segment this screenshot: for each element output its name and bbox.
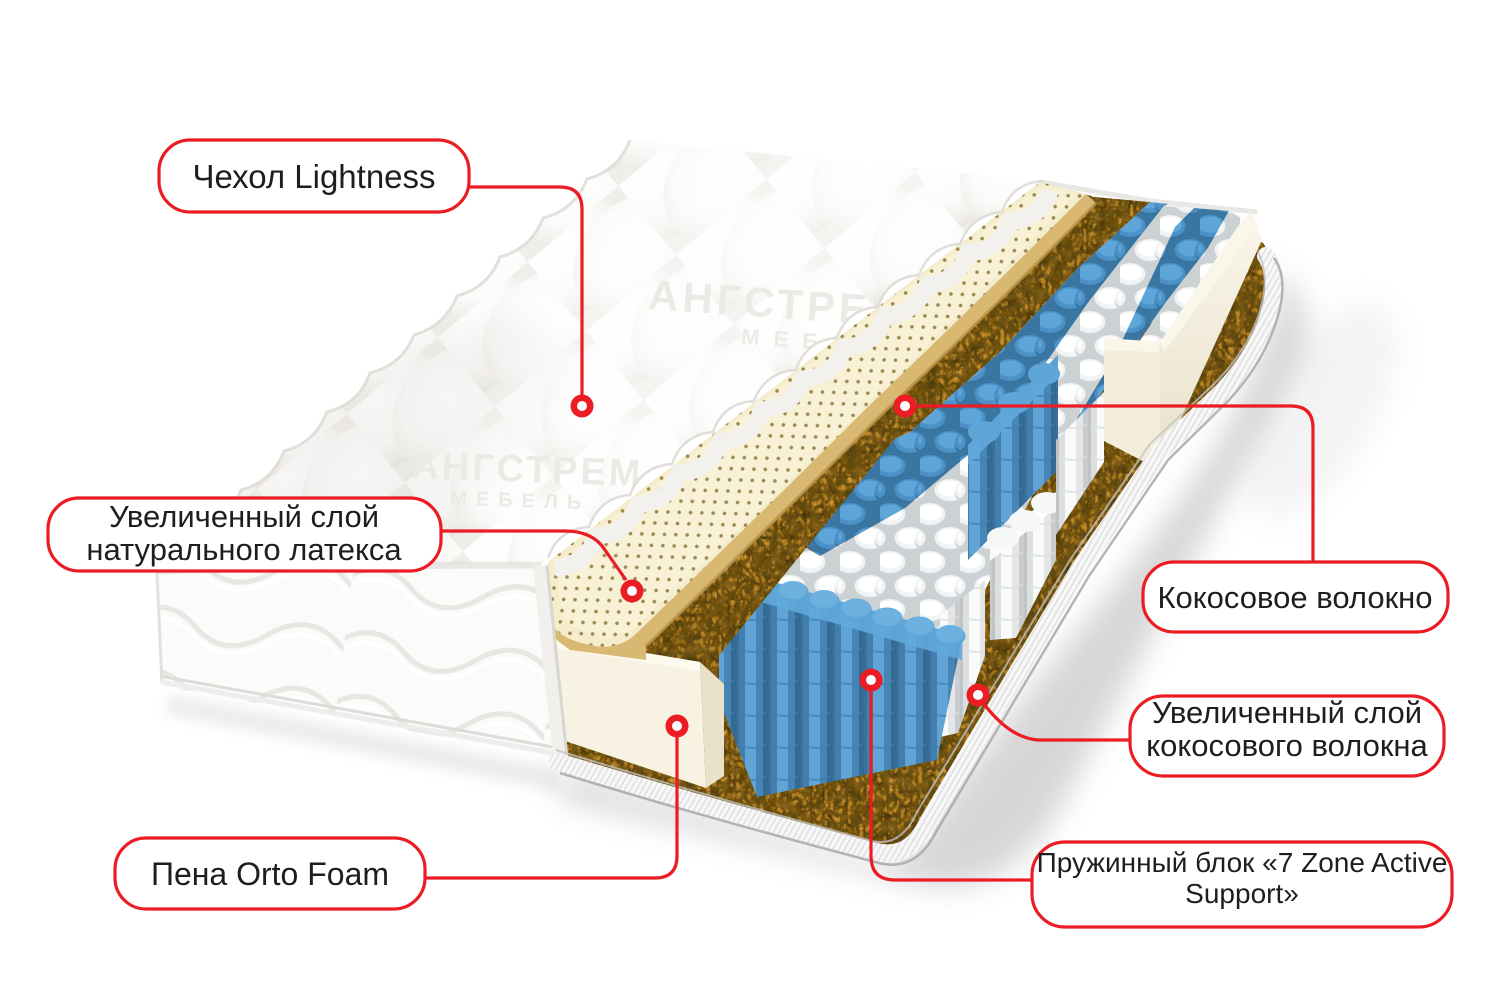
svg-text:кокосового волокна: кокосового волокна [1146,728,1428,763]
svg-text:Увеличенный слой: Увеличенный слой [109,499,379,534]
svg-text:Support»: Support» [1185,878,1299,909]
svg-text:МЕБЕЛЬ: МЕБЕЛЬ [450,488,591,515]
svg-text:Увеличенный слой: Увеличенный слой [1152,695,1422,730]
svg-text:Пена Orto Foam: Пена Orto Foam [151,856,389,892]
svg-text:натурального латекса: натурального латекса [86,532,402,567]
svg-text:АНГСТРЕМ: АНГСТРЕМ [411,445,644,495]
svg-text:Пружинный блок «7 Zone Active: Пружинный блок «7 Zone Active [1037,847,1448,878]
svg-text:Чехол Lightness: Чехол Lightness [192,158,435,195]
svg-text:Кокосовое волокно: Кокосовое волокно [1157,580,1432,615]
